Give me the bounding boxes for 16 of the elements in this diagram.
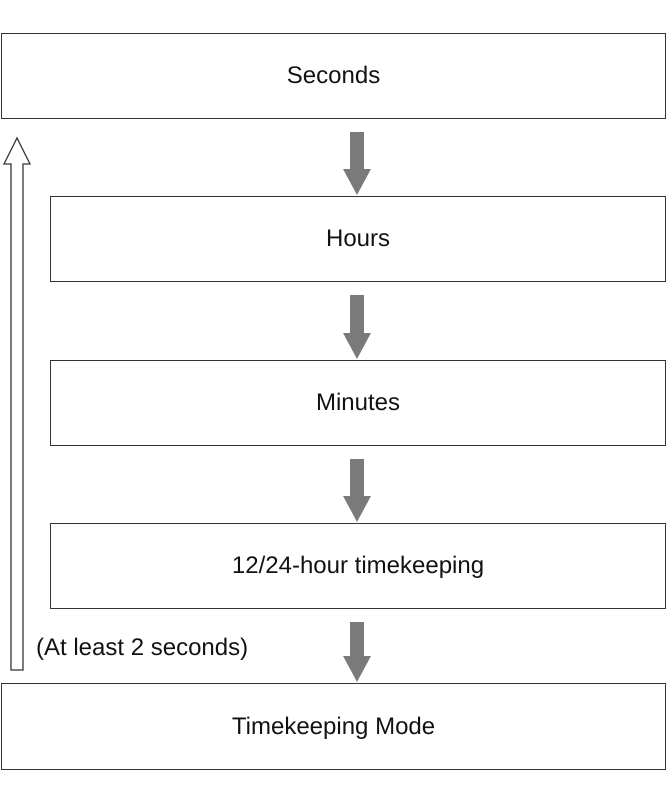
box-label: 12/24-hour timekeeping <box>232 552 484 580</box>
process-box <box>1 683 666 770</box>
box-label: Hours <box>326 225 390 253</box>
box-label: Minutes <box>316 389 400 417</box>
process-box <box>1 33 666 119</box>
return-arrow <box>2 136 32 671</box>
process-box <box>50 196 666 282</box>
box-label: Timekeeping Mode <box>232 712 436 740</box>
process-box <box>50 360 666 446</box>
block-arrow <box>343 295 371 359</box>
process-box <box>50 523 666 609</box>
block-arrow <box>343 622 371 682</box>
condition-note: (At least 2 seconds) <box>36 634 248 662</box>
block-arrow <box>343 132 371 195</box>
box-label: Seconds <box>286 62 380 90</box>
block-arrow <box>343 459 371 522</box>
